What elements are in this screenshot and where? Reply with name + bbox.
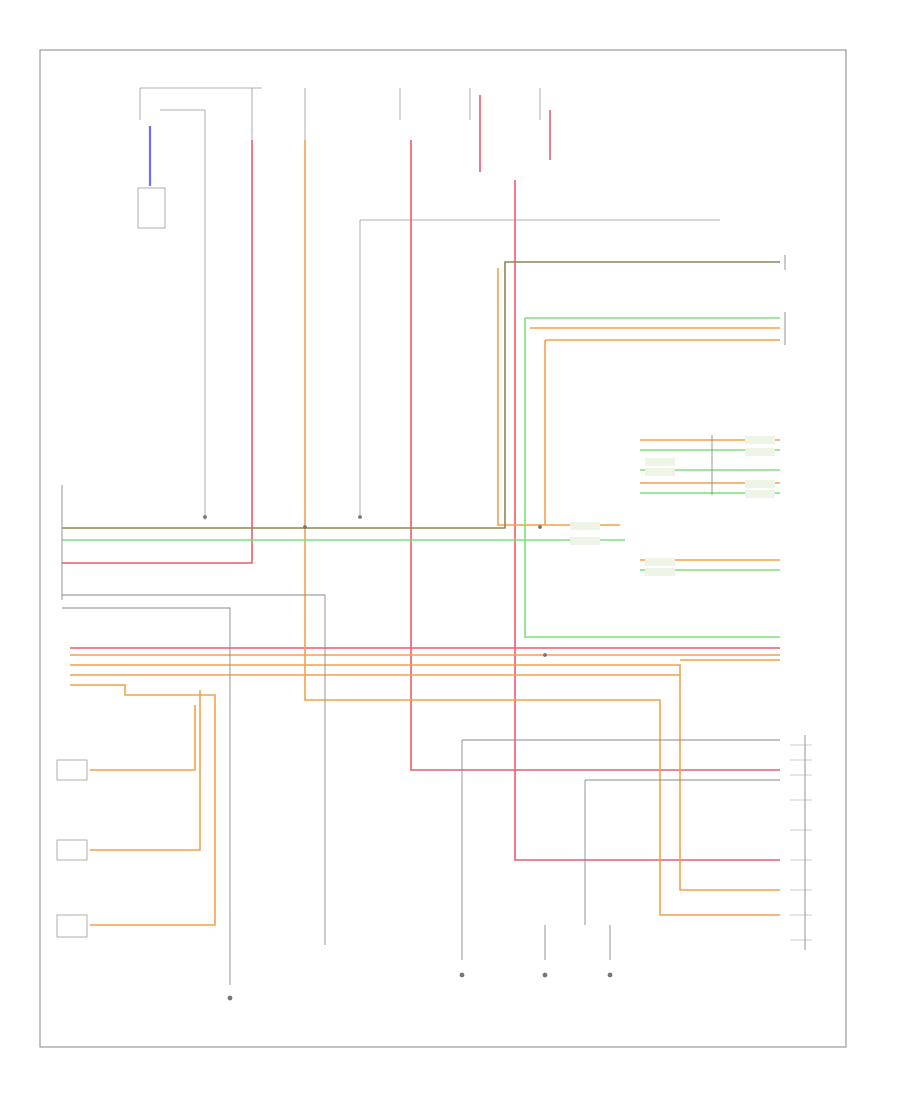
olive-wires <box>62 261 780 529</box>
gray-wires <box>61 255 806 985</box>
diagram-border <box>39 49 847 1048</box>
ground-symbols <box>203 515 613 1001</box>
pin-markers <box>790 744 812 941</box>
orange-wires <box>70 140 780 926</box>
components <box>56 759 88 938</box>
red-wires <box>62 95 780 861</box>
top-connectors <box>137 87 720 520</box>
green-wires <box>62 317 780 638</box>
connector-blocks <box>570 436 775 576</box>
